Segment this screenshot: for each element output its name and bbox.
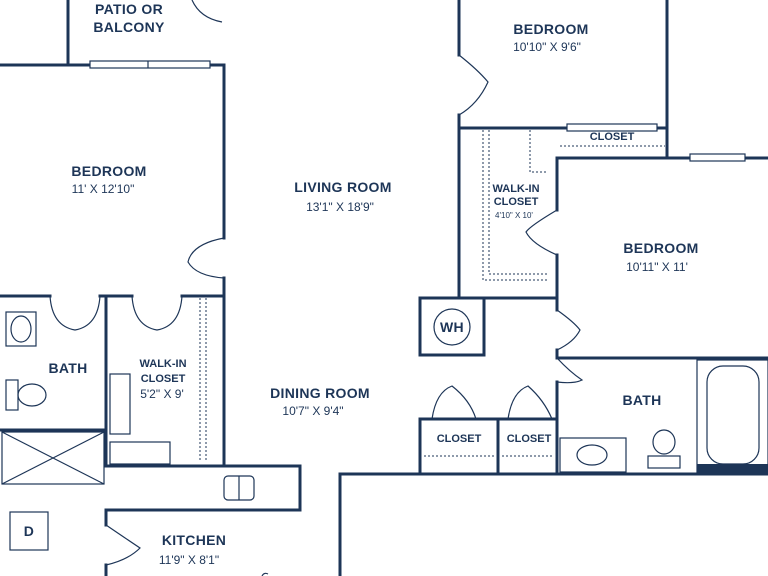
shower-left [1, 431, 105, 485]
kitchen-dims: 11'9" X 8'1" [159, 553, 219, 567]
bath-left-name: BATH [48, 360, 87, 376]
walkin-right-line1: WALK-IN [492, 183, 539, 195]
sink-right [559, 437, 627, 473]
dining-room-dims: 10'7" X 9'4" [282, 404, 343, 418]
patio-label-line2: BALCONY [93, 19, 165, 35]
bedroom-left-dims: 11' X 12'10" [72, 182, 135, 196]
doors [49, 0, 584, 576]
closet-a-label: CLOSET [437, 433, 482, 445]
dining-room-name: DINING ROOM [270, 385, 370, 401]
living-room-dims: 13'1" X 18'9" [306, 200, 374, 214]
walkin-left-line1: WALK-IN [139, 358, 186, 370]
living-room-name: LIVING ROOM [294, 179, 391, 195]
patio-label-line1: PATIO OR [95, 1, 163, 17]
water-heater-label: WH [440, 319, 464, 335]
toilet-right [647, 429, 681, 469]
walkin-left-dims: 5'2" X 9' [140, 387, 184, 401]
walkin-left-line2: CLOSET [141, 373, 186, 385]
closet-b-label: CLOSET [507, 433, 552, 445]
bathtub-right [696, 359, 768, 474]
bedroom-top-name: BEDROOM [513, 21, 588, 37]
closet-shelves [199, 130, 665, 460]
bath-right-name: BATH [622, 392, 661, 408]
kitchen-sink [223, 475, 255, 501]
bedroom-right-name: BEDROOM [623, 240, 698, 256]
bedroom-left-name: BEDROOM [71, 163, 146, 179]
walkin-right-dims: 4'10" X 10' [495, 211, 533, 220]
fixtures [1, 308, 768, 551]
bedroom-right-dims: 10'11" X 11' [626, 260, 688, 274]
walkin-right-line2: CLOSET [494, 196, 539, 208]
dryer-box [9, 511, 49, 551]
kitchen-name: KITCHEN [162, 532, 226, 548]
water-heater-circle [433, 308, 471, 346]
closet-top-label: CLOSET [590, 131, 635, 143]
windows [89, 60, 746, 162]
bedroom-top-dims: 10'10" X 9'6" [513, 40, 581, 54]
room-labels: PATIO OR BALCONY BEDROOM 10'10" X 9'6" C… [24, 1, 699, 567]
dryer-label: D [24, 523, 34, 539]
toilet-left [5, 379, 47, 411]
sink-left [5, 311, 37, 347]
